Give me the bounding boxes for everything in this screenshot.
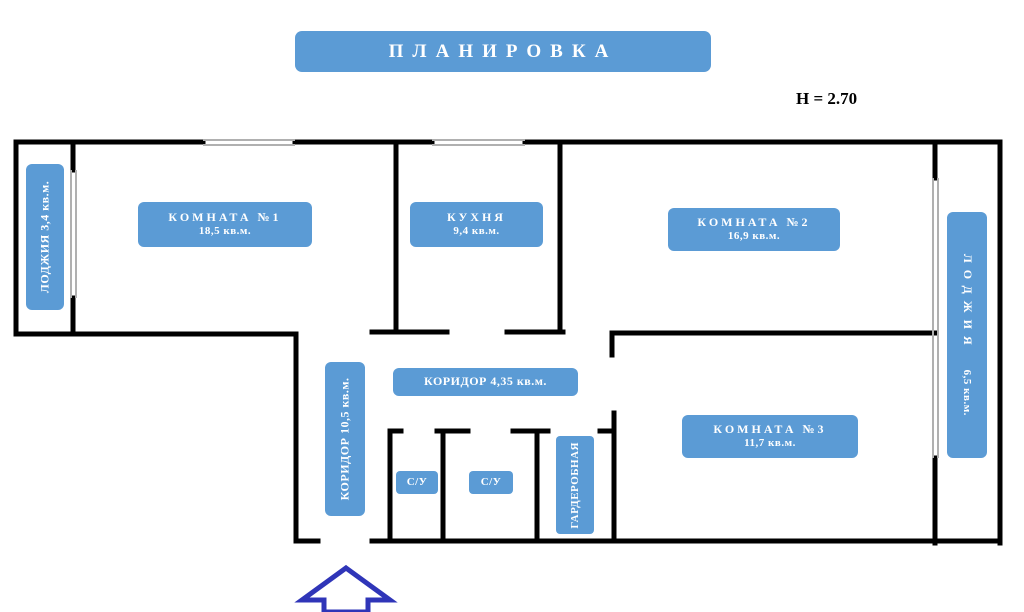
room2-name: КОМНАТА №2 <box>697 215 811 230</box>
kitchen-name: КУХНЯ <box>447 210 506 225</box>
bathroom1-text: С/У <box>406 476 428 489</box>
wardrobe-text: ГАРДЕРОБНАЯ <box>568 441 581 529</box>
entrance-arrow-icon <box>294 564 398 612</box>
plan-title-text: ПЛАНИРОВКА <box>388 40 618 62</box>
room3-label: КОМНАТА №3 11,7 кв.м. <box>682 415 858 458</box>
loggia-right-name: ЛОДЖИЯ <box>960 253 975 352</box>
plan-title: ПЛАНИРОВКА <box>295 31 711 72</box>
bathroom2-text: С/У <box>480 476 502 489</box>
loggia-left-text: ЛОДЖИЯ 3,4 кв.м. <box>37 180 52 294</box>
corridor-small-label: КОРИДОР 4,35 кв.м. <box>393 368 578 396</box>
room1-area: 18,5 кв.м. <box>198 225 252 238</box>
room2-label: КОМНАТА №2 16,9 кв.м. <box>668 208 840 251</box>
ceiling-height-label: H = 2.70 <box>796 89 858 108</box>
room3-area: 11,7 кв.м. <box>744 437 796 450</box>
bathroom1-label: С/У <box>396 471 438 494</box>
windows <box>70 139 939 458</box>
room2-area: 16,9 кв.м. <box>727 230 781 243</box>
kitchen-area: 9,4 кв.м. <box>453 225 500 238</box>
corridor-main-text: КОРИДОР 10,5 кв.м. <box>337 377 352 501</box>
loggia-left-label: ЛОДЖИЯ 3,4 кв.м. <box>26 164 64 310</box>
room1-label: КОМНАТА №1 18,5 кв.м. <box>138 202 312 247</box>
room1-name: КОМНАТА №1 <box>168 210 282 225</box>
kitchen-label: КУХНЯ 9,4 кв.м. <box>410 202 543 247</box>
loggia-right-label: ЛОДЖИЯ 6,5 кв.м. <box>947 212 987 458</box>
corridor-small-text: КОРИДОР 4,35 кв.м. <box>424 374 547 389</box>
loggia-right-area: 6,5 кв.м. <box>961 369 974 417</box>
wardrobe-label: ГАРДЕРОБНАЯ <box>556 436 594 534</box>
walls <box>13 139 1003 546</box>
room3-name: КОМНАТА №3 <box>713 422 827 437</box>
corridor-main-label: КОРИДОР 10,5 кв.м. <box>325 362 365 516</box>
bathroom2-label: С/У <box>469 471 513 494</box>
